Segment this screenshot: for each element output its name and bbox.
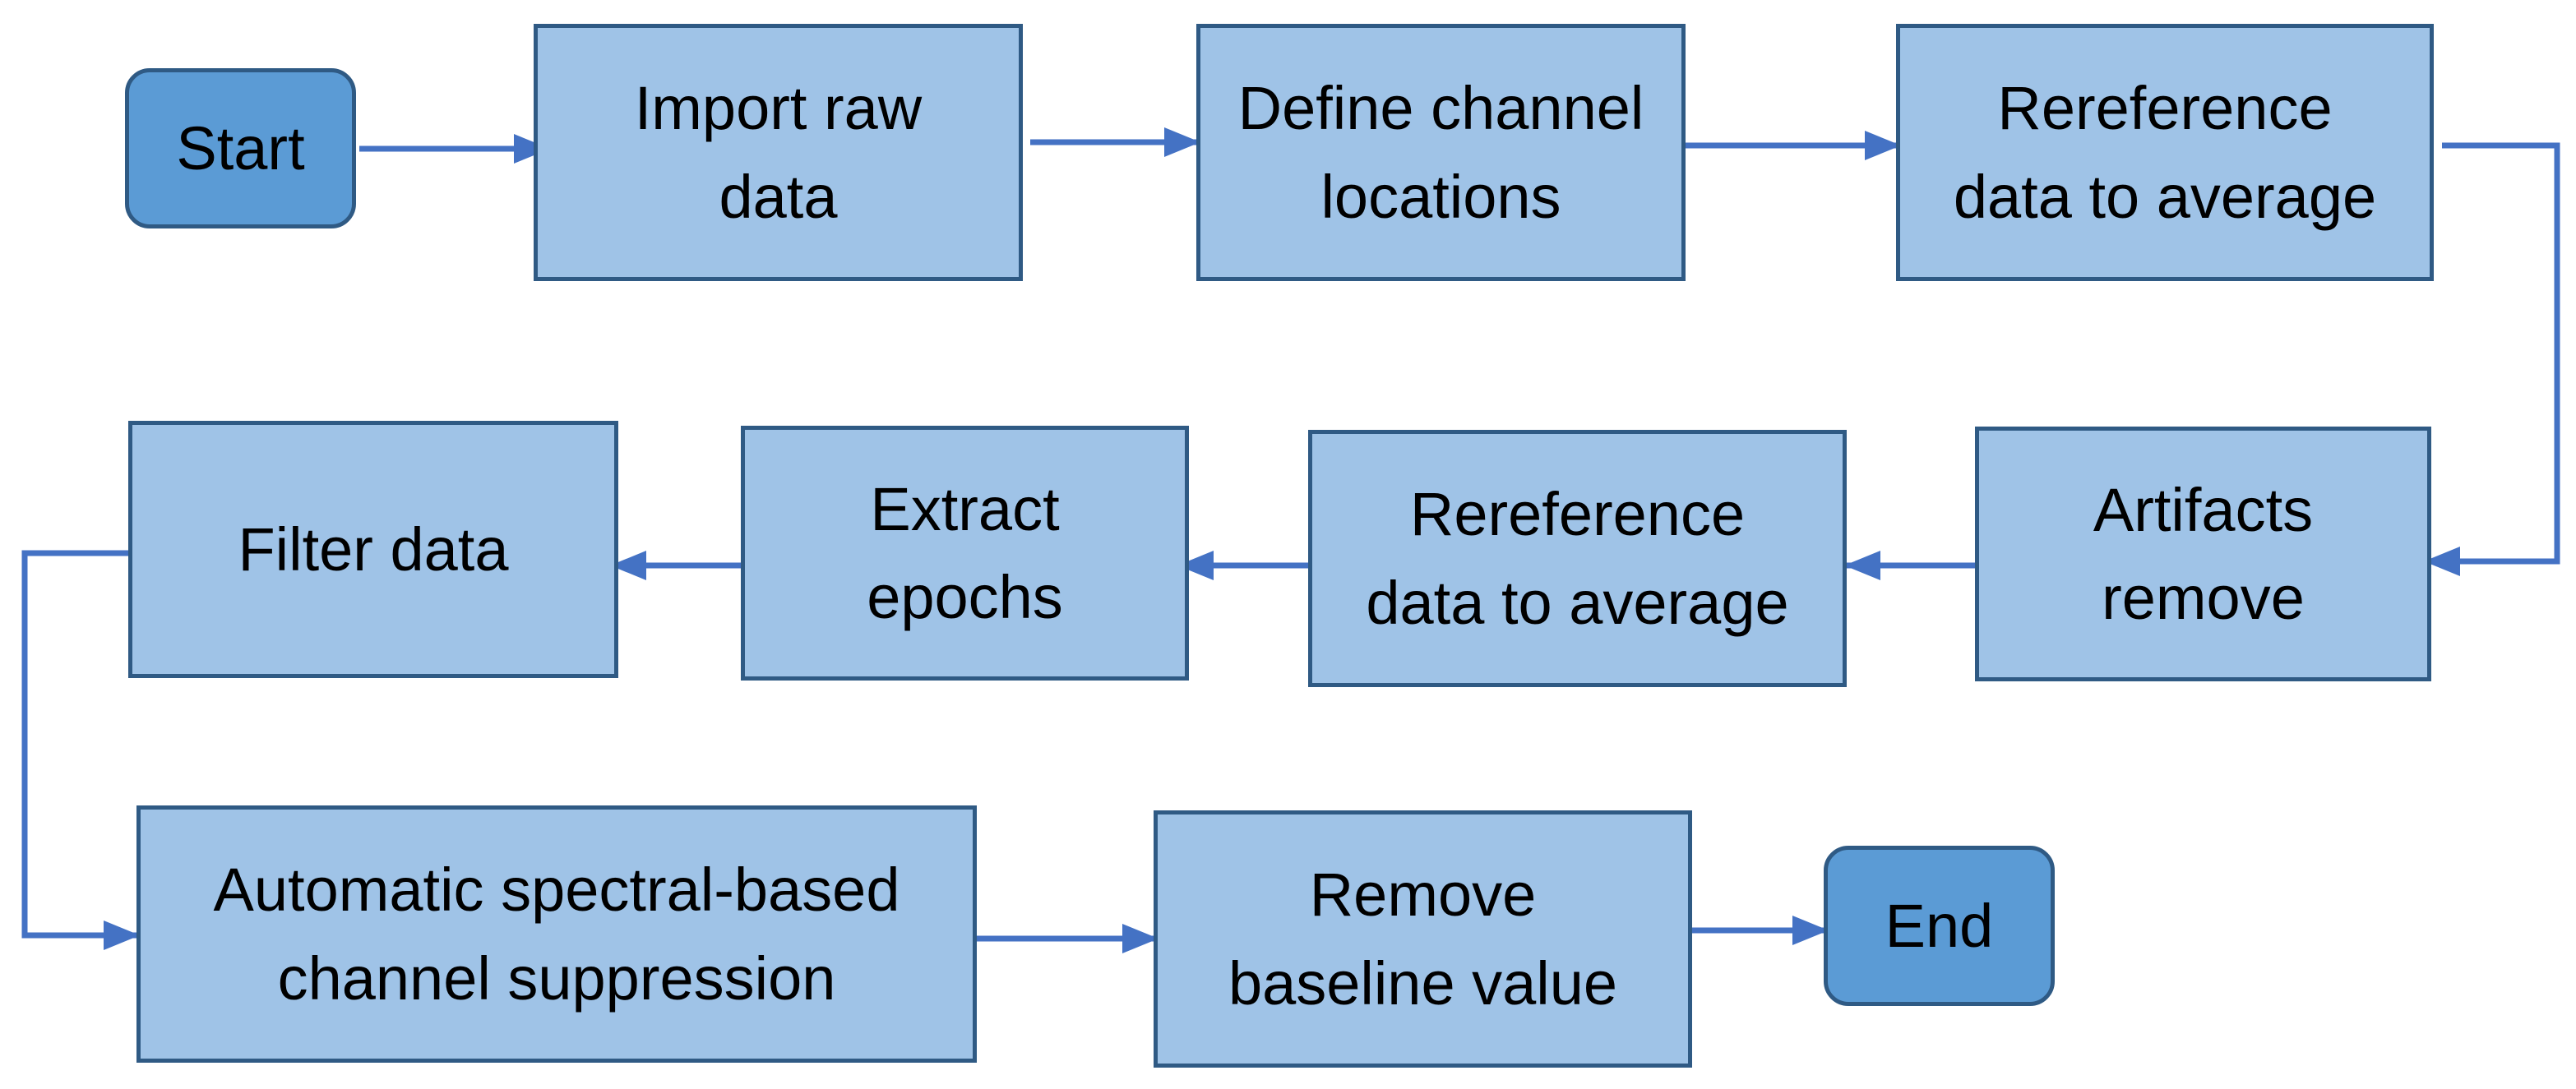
- rereference-average-node-2: Rereference data to average: [1308, 430, 1847, 687]
- end-node: End: [1824, 846, 2055, 1006]
- arrow-reref1-to-artifacts: [2424, 142, 2560, 576]
- define-channel-locations-node: Define channel locations: [1196, 24, 1686, 281]
- extract-epochs-node: Extract epochs: [741, 426, 1189, 681]
- connectors: [21, 127, 2560, 953]
- start-node: Start: [125, 68, 356, 228]
- remove-baseline-value-node: Remove baseline value: [1154, 810, 1692, 1068]
- spectral-channel-suppression-node: Automatic spectral-based channel suppres…: [136, 805, 977, 1063]
- artifacts-remove-node: Artifacts remove: [1975, 427, 2431, 681]
- arrow-filter-to-spectral: [21, 550, 140, 950]
- import-raw-data-node: Import raw data: [534, 24, 1023, 281]
- rereference-average-node-1: Rereference data to average: [1896, 24, 2434, 281]
- filter-data-node: Filter data: [128, 421, 618, 678]
